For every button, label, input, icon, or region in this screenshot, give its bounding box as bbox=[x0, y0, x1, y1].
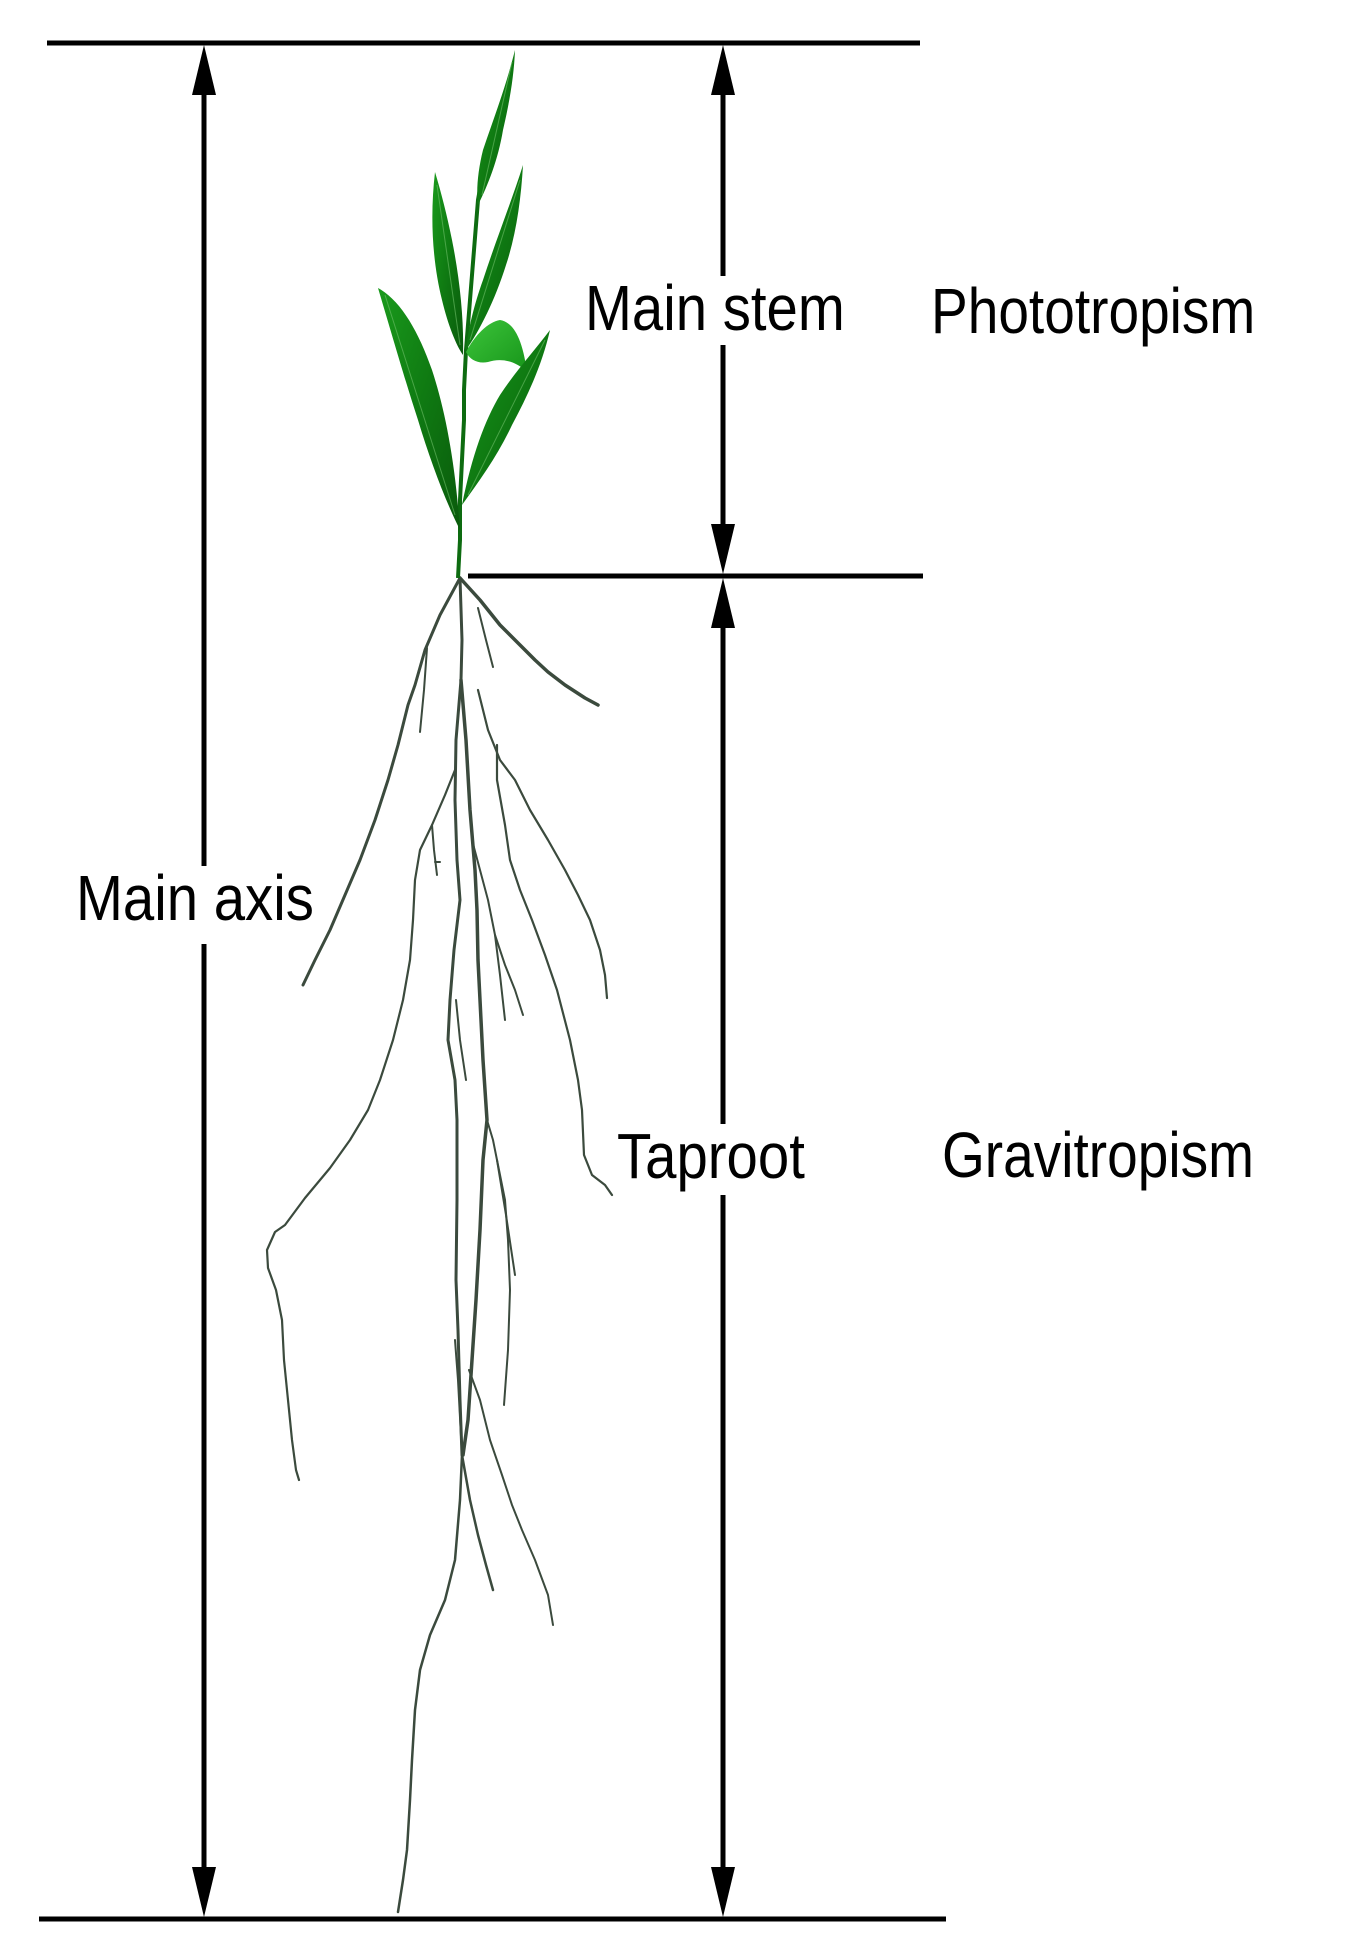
taproot-main-b bbox=[459, 678, 489, 1457]
leaf-light-small bbox=[466, 320, 527, 372]
arrowhead-up-icon bbox=[192, 45, 216, 95]
gravitropism-label: Gravitropism bbox=[942, 1119, 1254, 1191]
leaf-upper-right bbox=[466, 165, 523, 350]
root-right-mid bbox=[495, 743, 614, 1197]
root-left-long bbox=[265, 768, 457, 1482]
taproot-lower bbox=[396, 1453, 464, 1914]
root-center-right-b bbox=[494, 934, 506, 1021]
root-left-twig bbox=[419, 647, 428, 733]
phototropism-label: Phototropism bbox=[931, 275, 1256, 347]
taproot-main-a bbox=[446, 576, 464, 1457]
root-left-upper bbox=[301, 576, 462, 987]
root-cross-b bbox=[454, 1339, 463, 1456]
guide-lines bbox=[39, 40, 946, 1922]
root-system bbox=[265, 576, 614, 1914]
arrowhead-up-icon bbox=[711, 578, 735, 628]
main-stem-arrow bbox=[711, 45, 735, 574]
main-axis-arrow bbox=[192, 45, 216, 1917]
main-stem-label: Main stem bbox=[585, 272, 845, 344]
root-right-lower bbox=[486, 1119, 511, 1406]
leaves bbox=[378, 50, 550, 530]
arrowhead-down-icon bbox=[192, 1867, 216, 1917]
arrowhead-down-icon bbox=[711, 1867, 735, 1917]
root-right-short bbox=[458, 576, 600, 707]
arrowhead-down-icon bbox=[711, 524, 735, 574]
root-left-long-twig bbox=[431, 824, 438, 876]
taproot-lower-branch bbox=[460, 1453, 495, 1592]
arrowhead-up-icon bbox=[711, 45, 735, 95]
taproot-arrow bbox=[711, 578, 735, 1917]
root-cross bbox=[468, 1369, 554, 1626]
root-left-inner bbox=[455, 999, 467, 1081]
root-right-lower-twig bbox=[496, 1159, 516, 1276]
taproot-label: Taproot bbox=[617, 1120, 805, 1192]
root-right-twig bbox=[477, 607, 494, 668]
leaf-big-left bbox=[378, 288, 460, 530]
leaf-upper-left bbox=[432, 172, 464, 355]
main-axis-label: Main axis bbox=[76, 862, 314, 934]
